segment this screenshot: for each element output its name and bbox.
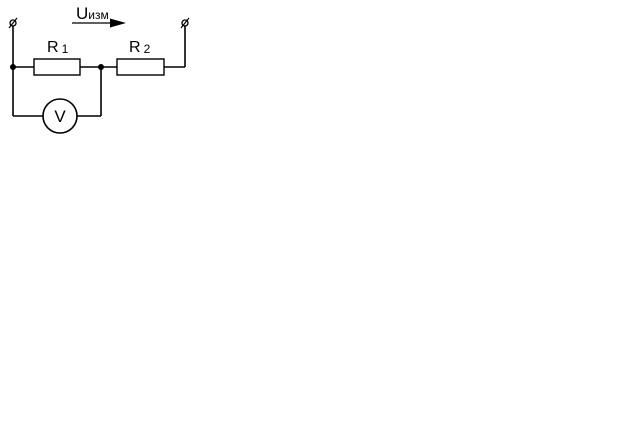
measured-voltage-arrow bbox=[72, 18, 126, 28]
junction-left bbox=[10, 64, 16, 70]
resistor-r1 bbox=[33, 58, 81, 76]
resistor-r2 bbox=[116, 58, 165, 76]
resistor-r2-symbol: R bbox=[129, 39, 141, 56]
junction-middle bbox=[98, 64, 104, 70]
voltmeter-label: V bbox=[54, 107, 66, 126]
left-terminal bbox=[8, 17, 18, 29]
measured-voltage-label: Uизм bbox=[76, 4, 109, 23]
resistor-r1-subscript: 1 bbox=[62, 42, 69, 56]
measured-voltage-symbol: U bbox=[76, 4, 88, 23]
measured-voltage-subscript: изм bbox=[88, 8, 108, 22]
resistor-r2-subscript: 2 bbox=[144, 42, 151, 56]
resistor-r1-symbol: R bbox=[47, 39, 59, 56]
voltmeter bbox=[42, 98, 78, 134]
